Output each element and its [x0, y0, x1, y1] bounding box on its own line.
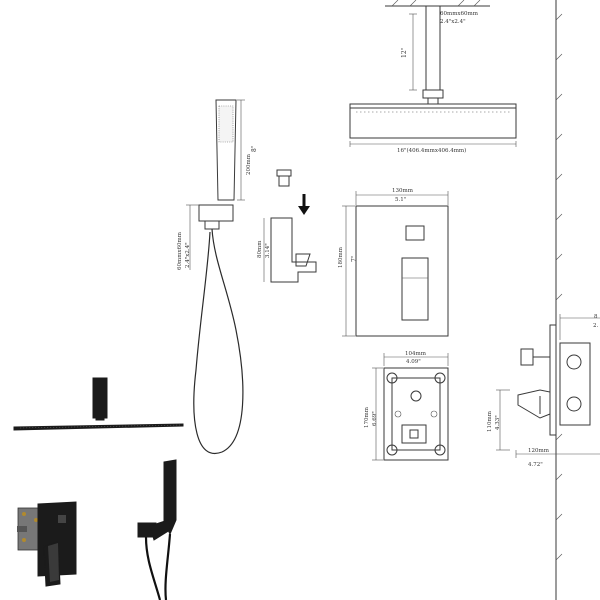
rain-shower-head-render	[13, 377, 184, 431]
side-width-mm-label: 120mm	[528, 448, 550, 454]
trim-height-mm-label: 180mm	[338, 246, 344, 268]
valve-width-mm-label: 104mm	[405, 351, 427, 357]
shower-arm-drawing	[422, 5, 444, 105]
holder-drawing	[263, 217, 317, 283]
side-depth-in-label: 4.33"	[495, 415, 501, 430]
valve-height-in-label: 6.69"	[372, 411, 378, 426]
shower-head-drawing	[349, 103, 517, 139]
side-depth-mm-label: 110mm	[487, 410, 493, 432]
trim-plate-drawing	[355, 205, 449, 337]
handheld-length-in-label: 8"	[251, 145, 258, 152]
handheld-dimensions	[186, 99, 245, 270]
wall-line	[555, 0, 563, 600]
trim-plate-dimensions	[342, 191, 449, 337]
trim-width-in-label: 5.1"	[395, 197, 406, 203]
valve-height-mm-label: 170mm	[364, 406, 370, 428]
down-arrow-icon	[298, 194, 310, 215]
head-size-label: 16"(406.4mmx406.4mm)	[397, 147, 466, 154]
valve-trim-render	[17, 501, 77, 587]
shower-head-dimensions	[349, 13, 517, 147]
valve-box-dimensions	[372, 353, 449, 461]
handheld-drawing	[198, 99, 237, 230]
holder-height-in-label: 3.14"	[265, 243, 271, 258]
arm-size-mm-label: 60mmx60mm	[440, 11, 479, 17]
arm-length-label: 12"	[401, 47, 408, 58]
handheld-length-mm-label: 200mm	[246, 153, 252, 175]
side-top-mm-label: 8	[594, 314, 598, 320]
arm-size-in-label: 2.4"x2.4"	[440, 19, 466, 25]
holder-height-mm-label: 80mm	[257, 240, 263, 258]
handheld-with-hose-render	[137, 459, 177, 600]
ceiling-line	[385, 0, 490, 7]
side-width-in-label: 4.72"	[528, 462, 543, 468]
hose-nut-drawing	[276, 169, 292, 187]
connector-size-mm-label: 60mmx60mm	[177, 231, 183, 270]
trim-height-in-label: 7"	[351, 255, 358, 262]
hose-drawing	[193, 228, 244, 455]
valve-side-dimensions	[496, 314, 600, 458]
side-top-in-label: 2.	[593, 323, 598, 329]
valve-width-in-label: 4.09"	[406, 359, 421, 365]
connector-size-in-label: 2.4"x2.4"	[185, 242, 191, 268]
valve-side-view-drawing	[517, 324, 591, 436]
trim-width-mm-label: 130mm	[392, 188, 414, 194]
valve-box-drawing	[383, 367, 449, 461]
